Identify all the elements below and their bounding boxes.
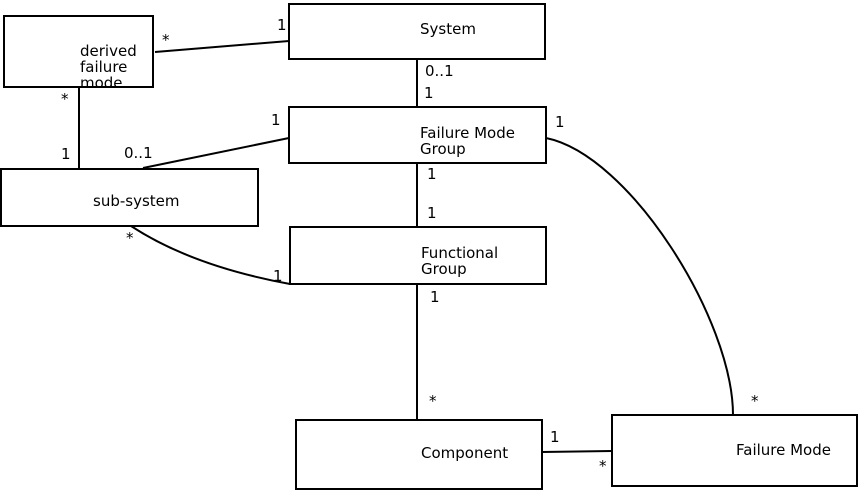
entity-label-line: Group (421, 260, 467, 278)
multiplicity-subsystem-fmg-one: 1 (271, 111, 281, 129)
entity-label-line: Component (421, 444, 509, 462)
entity-component: Component (295, 419, 543, 490)
entity-label-line: Functional (421, 244, 499, 262)
entity-sub-system-label: sub-system (93, 193, 179, 209)
connector-sub-system-functional-group (130, 225, 291, 285)
multiplicity-dfm-subsystem-one: 1 (61, 145, 71, 163)
multiplicity-subsystem-fg-star: * (126, 229, 134, 247)
entity-derived-failure-mode: derived failure mode (3, 15, 154, 91)
entity-failure-mode-group-label: Failure Mode Group (420, 125, 515, 157)
multiplicity-dfm-system-one: 1 (277, 16, 287, 34)
entity-label-line: sub-system (93, 192, 180, 210)
entity-label-line: Failure Mode (420, 124, 515, 142)
multiplicity-fmg-fm-one: 1 (555, 113, 565, 131)
multiplicity-component-fm-star: * (599, 457, 607, 475)
multiplicity-component-fm-one: 1 (550, 428, 560, 446)
multiplicity-system-fmg-zeroone: 0..1 (425, 62, 454, 80)
connector-sub-system-failure-mode-group (142, 137, 290, 169)
multiplicity-fmg-fm-star: * (751, 392, 759, 410)
multiplicity-dfm-system-star: * (162, 31, 170, 49)
multiplicity-system-fmg-one: 1 (424, 84, 434, 102)
entity-derived-failure-mode-label: derived failure mode (80, 43, 137, 91)
multiplicity-subsystem-fg-one: 1 (273, 267, 283, 285)
entity-label-line: mode (80, 74, 123, 92)
connector-derived-failure-mode-system (154, 40, 290, 53)
connector-component-failure-mode (541, 450, 613, 453)
entity-sub-system: sub-system (0, 168, 259, 227)
connector-failure-mode-group-failure-mode (545, 137, 734, 416)
entity-system-label: System (420, 21, 476, 37)
entity-functional-group-label: Functional Group (421, 245, 498, 277)
multiplicity-dfm-subsystem-star: * (61, 90, 69, 108)
entity-failure-mode-group: Failure Mode Group (288, 106, 547, 164)
multiplicity-subsystem-fmg-zeroone: 0..1 (124, 144, 153, 162)
entity-component-label: Component (421, 445, 508, 461)
multiplicity-fg-component-one: 1 (430, 288, 440, 306)
entity-label-line: failure (80, 58, 128, 76)
entity-system: System (288, 3, 546, 60)
entity-label-line: Group (420, 140, 466, 158)
entity-functional-group: Functional Group (289, 226, 547, 285)
multiplicity-fmg-fg-one-top: 1 (427, 165, 437, 183)
entity-label-line: System (420, 20, 476, 38)
multiplicity-fg-component-star: * (429, 392, 437, 410)
entity-failure-mode: Failure Mode (611, 414, 858, 487)
entity-label-line: derived (80, 42, 137, 60)
entity-failure-mode-label: Failure Mode (736, 442, 831, 458)
entity-label-line: Failure Mode (736, 441, 831, 459)
multiplicity-fmg-fg-one-bottom: 1 (427, 204, 437, 222)
